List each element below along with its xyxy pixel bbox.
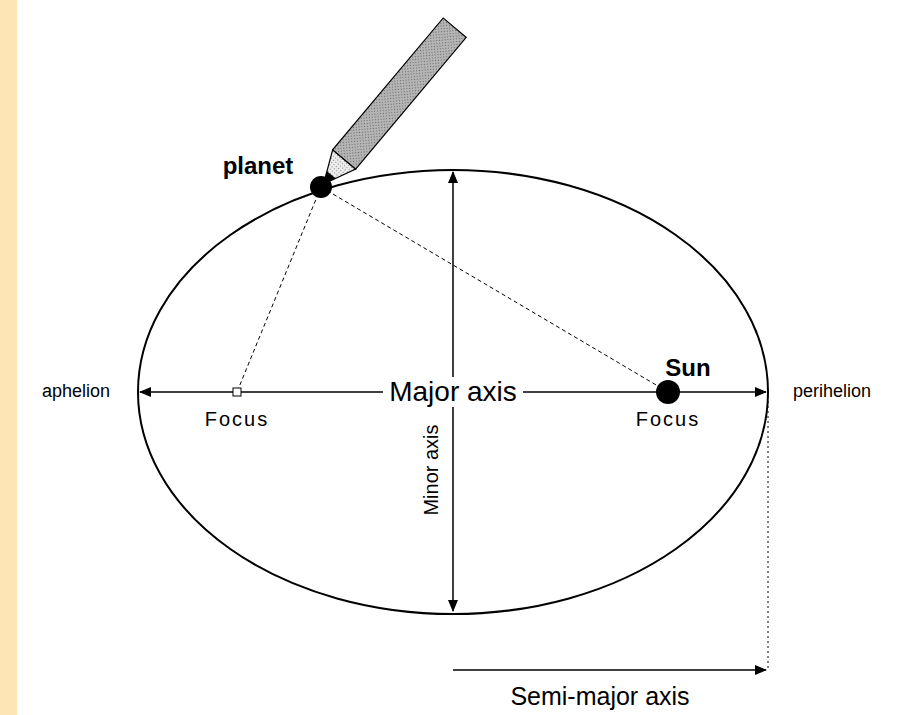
planet-dot	[310, 176, 332, 198]
sun-label: Sun	[663, 355, 712, 381]
semi-major-axis-label: Semi-major axis	[508, 683, 691, 711]
pencil-symbol	[312, 18, 466, 194]
major-axis-label: Major axis	[383, 377, 523, 408]
white-ground	[17, 0, 899, 715]
sun-distance-line	[321, 187, 658, 386]
empty-focus-marker	[233, 388, 241, 396]
focus-distance-line	[237, 187, 321, 392]
focus-label: Focus	[203, 408, 271, 430]
semi-major-arrow	[453, 669, 766, 671]
focus-label: Focus	[634, 408, 702, 430]
minor-axis-label: Minor axis	[420, 422, 442, 517]
sun-dot	[656, 380, 680, 404]
semi-major-leader	[768, 396, 769, 670]
aphelion-label: aphelion	[40, 382, 112, 402]
planet-label: planet	[221, 153, 296, 179]
perihelion-label: perihelion	[791, 382, 873, 402]
orbit-ellipse	[138, 170, 768, 614]
